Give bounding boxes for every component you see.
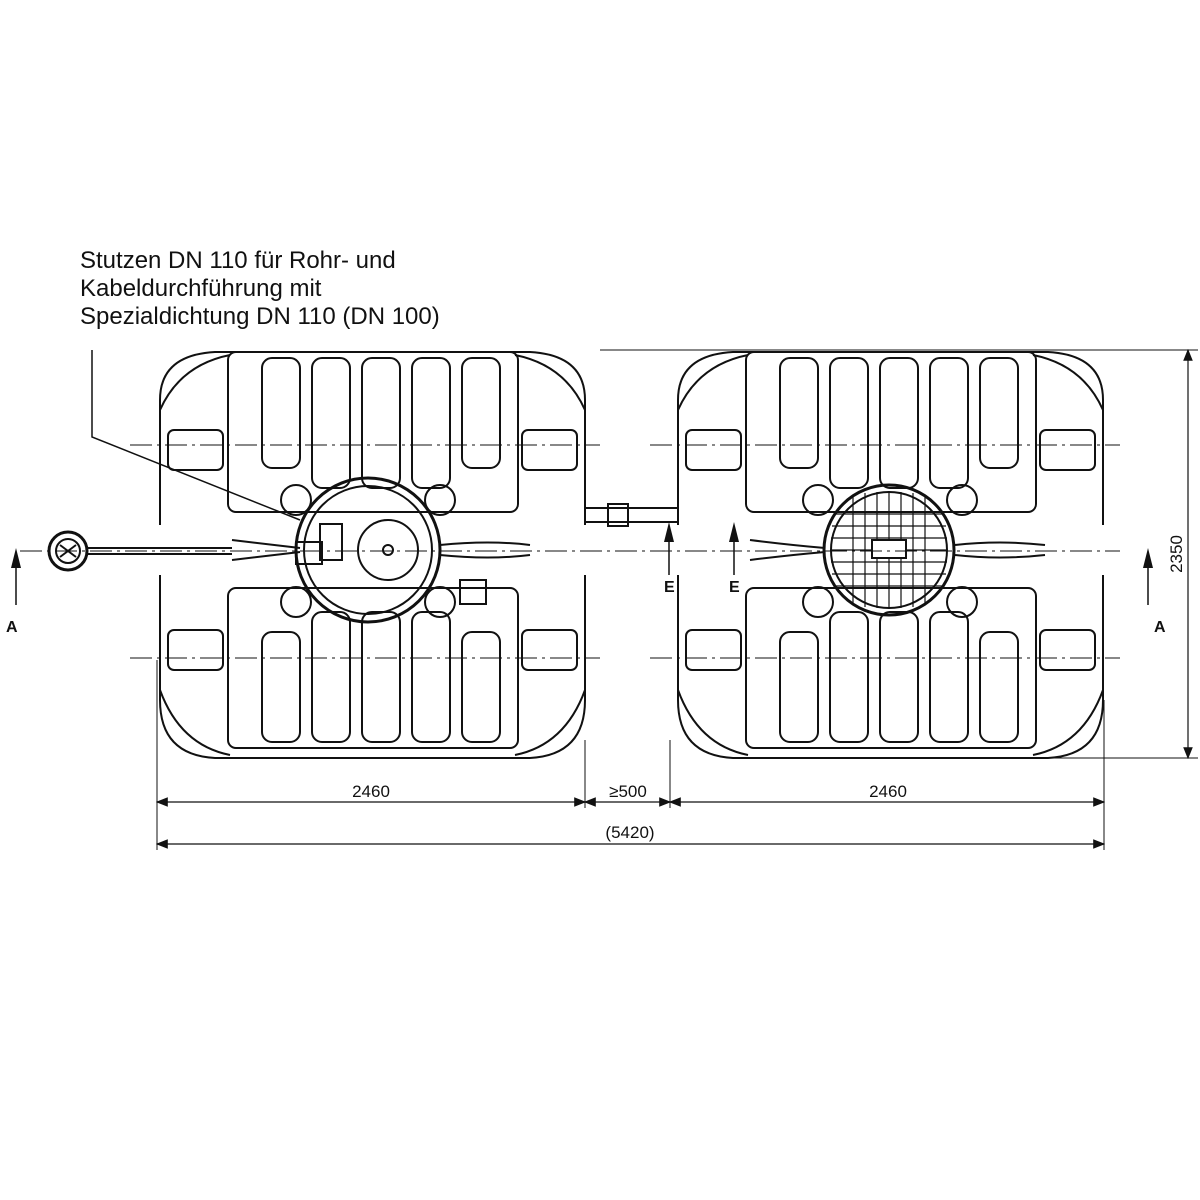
section-marker-a-right: A: [1143, 548, 1166, 636]
svg-text:E: E: [664, 579, 675, 596]
callout-text: Stutzen DN 110 für Rohr- und Kabeldurchf…: [80, 247, 440, 331]
svg-text:E: E: [729, 579, 740, 596]
section-marker-a-left: A: [6, 548, 21, 636]
callout-leader: [91, 350, 301, 521]
dim-tank-left-width: 2460: [352, 782, 390, 801]
tank-left: [159, 351, 586, 759]
section-marker-e-right: E: [729, 522, 740, 596]
svg-text:A: A: [6, 619, 18, 636]
dim-total-width: (5420): [605, 823, 654, 842]
callout-line-2: Kabeldurchführung mit: [80, 275, 322, 302]
svg-text:A: A: [1154, 619, 1166, 636]
section-marker-e-left: E: [664, 522, 675, 596]
dimension-lines: [155, 348, 1193, 849]
callout-line-1: Stutzen DN 110 für Rohr- und: [80, 247, 396, 274]
dim-tank-right-width: 2460: [869, 782, 907, 801]
dim-height: 2350: [1167, 535, 1186, 573]
centre-lines: [20, 444, 1120, 659]
dim-gap: ≥500: [609, 782, 647, 801]
callout-line-3: Spezialdichtung DN 110 (DN 100): [80, 303, 440, 330]
tank-right: [677, 351, 1104, 759]
extension-lines: [156, 349, 1198, 850]
connecting-pipe: [585, 503, 678, 527]
